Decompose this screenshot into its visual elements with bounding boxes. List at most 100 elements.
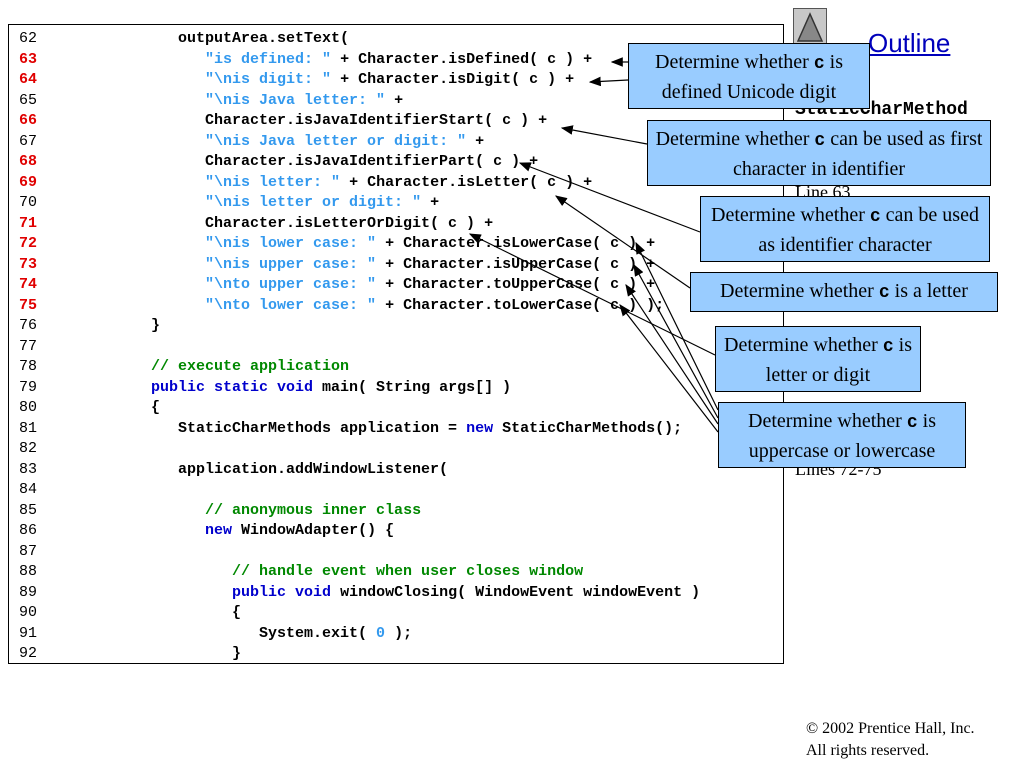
code-line: 81 StaticCharMethods application = new S… [9,419,682,440]
line-number: 90 [19,604,38,621]
callout-case: Determine whether c is uppercase or lowe… [718,402,966,468]
code-line: 85 // anonymous inner class [9,501,421,522]
callout-text: Determine whether [720,280,879,302]
callout-first-char: Determine whether c can be used as first… [647,120,991,186]
line-number: 64 [19,71,38,88]
line-number: 80 [19,399,38,416]
code-token: { [97,604,242,621]
code-token: // anonymous inner class [205,501,422,519]
line-number: 86 [19,522,38,539]
code-token: "\nto upper case: " [205,276,377,293]
callout-defined-digit: Determine whether c is defined Unicode d… [628,43,870,109]
callout-letter-digit: Determine whether c is letter or digit [715,326,921,392]
line-number: 73 [19,255,38,273]
line-number: 68 [19,153,38,170]
arrow-line-68 [518,162,701,233]
line-number: 91 [19,624,38,642]
code-line: 70 "\nis letter or digit: " + [9,193,439,214]
code-line: 64 "\nis digit: " + Character.isDigit( c… [9,70,574,91]
callout-text: Determine whether [748,410,907,432]
code-line: 88 // handle event when user closes wind… [9,562,583,583]
line-number: 67 [19,132,38,150]
code-line: 75 "\nto lower case: " + Character.toLow… [9,296,664,317]
code-token: "\nto lower case: " [205,296,377,314]
callout-text: is defined Unicode digit [661,51,843,103]
line-number: 87 [19,542,38,560]
code-token: new [205,522,233,539]
line-number: 78 [19,358,38,375]
code-line: 76 } [9,316,160,337]
code-token: "\nis Java letter: " [205,91,386,109]
code-token: { [97,399,161,416]
code-token: ); [385,624,413,642]
callout-text: is letter or digit [765,334,912,386]
code-token: + Character.isLowerCase( c ) + [376,235,656,252]
code-token: } [97,317,161,334]
callout-text: can be used as identifier character [758,204,979,256]
code-line: 62 outputArea.setText( [9,29,349,50]
code-token: 0 [376,624,386,642]
line-number: 74 [19,276,38,293]
line-number: 84 [19,481,38,498]
arrow-line-66 [560,125,648,145]
code-line: 78 // execute application [9,357,349,378]
line-number: 81 [19,419,38,437]
outline-link[interactable]: Outline [868,28,951,58]
line-number: 65 [19,91,38,109]
code-line: 84 [9,480,97,501]
nav-up-button[interactable] [793,8,827,48]
callout-code: c [869,207,881,227]
line-number: 63 [19,50,38,68]
code-line: 67 "\nis Java letter or digit: " + [9,132,484,153]
code-line: 74 "\nto upper case: " + Character.toUpp… [9,275,655,296]
code-token: main( String args[] ) [313,378,512,396]
callout-text: Determine whether [655,128,815,150]
callout-text: Determine whether [655,51,814,73]
code-line: 65 "\nis Java letter: " + [9,91,403,112]
code-line: 72 "\nis lower case: " + Character.isLow… [9,234,655,255]
callout-text: is a letter [889,280,968,302]
line-number: 76 [19,317,38,334]
copyright-line: © 2002 Prentice Hall, Inc. [806,720,975,737]
code-line: 79 public static void main( String args[… [9,378,511,399]
code-line: 91 System.exit( 0 ); [9,624,412,645]
rights-line: All rights reserved. [806,742,930,759]
line-number: 88 [19,563,38,580]
code-token: WindowAdapter() { [232,522,395,539]
line-number: 62 [19,30,38,47]
arrow-line-71 [468,233,716,356]
callout-identifier-char: Determine whether c can be used as ident… [700,196,990,262]
code-line: 73 "\nis upper case: " + Character.isUpp… [9,255,655,276]
code-token: "\nis letter or digit: " [205,194,422,211]
arrow-line-64 [588,76,629,87]
code-token: Character.isJavaIdentifierPart( c ) + [97,153,539,170]
code-token: StaticCharMethods(); [493,419,683,437]
code-line: 63 "is defined: " + Character.isDefined(… [9,50,592,71]
copyright-footer: © 2002 Prentice Hall, Inc. All rights re… [806,718,975,762]
code-token: "\nis lower case: " [205,235,377,252]
code-line: 89 public void windowClosing( WindowEven… [9,583,700,604]
line-number: 79 [19,378,38,396]
callout-text: is uppercase or lowercase [748,410,936,462]
code-line: 92 } [9,644,241,665]
code-token: "is defined: " [205,50,332,68]
code-line: 87 [9,542,97,563]
code-line: 90 { [9,603,241,624]
code-line: 68 Character.isJavaIdentifierPart( c ) + [9,152,538,173]
callout-text: Determine whether [711,204,870,226]
arrow-line-75 [619,304,719,433]
line-number: 66 [19,112,38,129]
callout-code: c [814,131,826,151]
line-number: 82 [19,440,38,457]
code-token: + Character.isDefined( c ) + [331,50,593,68]
code-token: windowClosing( WindowEvent windowEvent ) [331,583,701,601]
code-token: "\nis letter: " [205,173,341,191]
code-token: + Character.isDigit( c ) + [331,71,575,88]
code-line: 86 new WindowAdapter() { [9,521,394,542]
arrow-line-72 [635,241,719,411]
code-token: "\nis digit: " [205,71,332,88]
code-token: // execute application [151,358,350,375]
code-token: "\nis Java letter or digit: " [205,132,467,150]
code-token: public void [232,583,332,601]
